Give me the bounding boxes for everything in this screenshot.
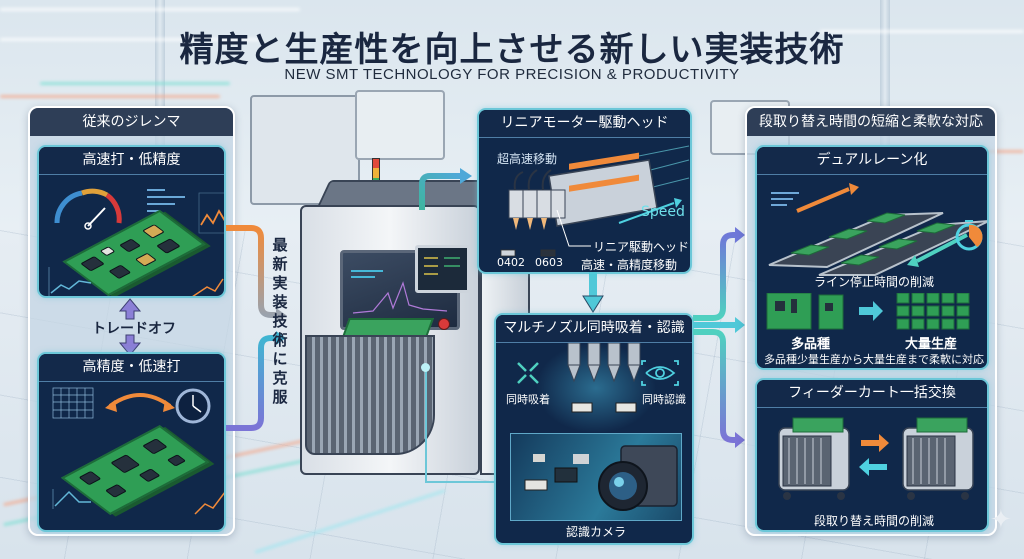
- feeder-cart-exchange-illustration: [778, 417, 974, 500]
- linear-head-illustration: [500, 145, 690, 257]
- background-pillar: [880, 0, 890, 200]
- card-title: フィーダーカート一括交換: [757, 380, 987, 408]
- feeder-bank: [305, 335, 435, 455]
- multi-nozzle-card: マルチノズル同時吸着・認識 同時吸着 同時認識: [494, 313, 694, 545]
- light-streak: [0, 95, 220, 98]
- simultaneous-pickup-icon: [517, 362, 539, 384]
- ultra-fast-label: 超高速移動: [497, 152, 558, 166]
- callout-line: [425, 368, 427, 483]
- high-speed-precision-caption: 高速・高精度移動: [581, 258, 678, 272]
- tradeoff-label: トレードオフ: [92, 321, 176, 337]
- card-title: デュアルレーン化: [757, 147, 987, 175]
- eye-recognition-icon: [641, 360, 679, 386]
- feeder-cart-card: フィーダーカート一括交換 段取り替え時間の削減: [755, 378, 989, 532]
- downtime-reduction-label: ライン停止時間の削減: [813, 275, 934, 289]
- linear-drive-head-callout: リニア駆動ヘッド: [593, 240, 690, 254]
- clock-icon: [175, 388, 211, 424]
- recognition-camera-icon: [524, 445, 678, 511]
- callout-line: [425, 481, 495, 483]
- down-arrow-icon: [582, 272, 604, 313]
- page-title: 精度と生産性を向上させる新しい実装技術: [179, 30, 845, 70]
- light-streak: [0, 38, 260, 41]
- trend-chart-icon: [48, 267, 224, 296]
- light-streak: [820, 30, 1024, 33]
- card-title: 高速打・低精度: [39, 147, 224, 175]
- background-machine: [355, 90, 445, 160]
- simultaneous-pickup-label: 同時吸着: [506, 393, 550, 406]
- light-streak: [0, 8, 300, 11]
- flow-arrows-to-center: [226, 225, 286, 431]
- high-mix-label: 多品種: [791, 337, 831, 352]
- card-title: リニアモーター駆動ヘッド: [479, 110, 690, 138]
- feeder-cart-right: [902, 417, 974, 500]
- speed-label: Speed: [641, 204, 685, 220]
- machine-control-screen: [415, 245, 470, 293]
- flexible-production-caption: 多品種少量生産から大量生産まで柔軟に対応: [764, 353, 984, 366]
- feeder-cart-left: [778, 417, 850, 500]
- changeover-reduction-label: 段取り替え時間の削減: [813, 514, 934, 528]
- callout-dot: [421, 363, 430, 372]
- variety-to-mass-illustration: [766, 293, 970, 330]
- flow-arrows-to-right: [693, 227, 745, 448]
- emergency-stop-button: [438, 318, 450, 330]
- card-title: 高精度・低速打: [39, 354, 224, 382]
- component-size-0402: 0402: [497, 256, 525, 269]
- page-subtitle: NEW SMT TECHNOLOGY FOR PRECISION & PRODU…: [284, 66, 740, 83]
- stopwatch-icon: [955, 220, 983, 251]
- arrow-to-linear-head: [419, 168, 472, 210]
- dual-lane-conveyor-illustration: [768, 183, 987, 276]
- mass-production-label: 大量生産: [905, 337, 958, 352]
- high-speed-low-precision-card: 高速打・低精度: [37, 145, 226, 298]
- precision-grid-icon: [52, 387, 224, 515]
- recognition-camera-label: 認識カメラ: [565, 525, 626, 539]
- card-title: マルチノズル同時吸着・認識: [496, 315, 692, 343]
- dilemma-panel-title: 従来のジレンマ: [30, 108, 233, 136]
- dual-lane-card: デュアルレーン化 ライン停止時間の削減 多品種 大量生産 多品種少量: [755, 145, 989, 370]
- overcome-label: 最新実装技術に克服: [272, 236, 288, 406]
- sparkle-icon: ✦: [990, 505, 1012, 535]
- camera-view-frame: [510, 433, 682, 521]
- light-streak: [40, 82, 230, 85]
- nozzle-illustration: [517, 343, 679, 433]
- high-precision-low-speed-card: 高精度・低速打: [37, 352, 226, 532]
- simultaneous-recognition-label: 同時認識: [642, 393, 686, 406]
- changeover-panel-title: 段取り替え時間の短縮と柔軟な対応: [747, 108, 995, 136]
- speed-gauge-icon: [54, 188, 224, 234]
- component-size-0603: 0603: [535, 256, 563, 269]
- tradeoff-double-arrow-icon: [118, 298, 142, 356]
- linear-motor-head-card: リニアモーター駆動ヘッド 超高速移動 Speed リニア駆動ヘッド 0402 0…: [477, 108, 692, 274]
